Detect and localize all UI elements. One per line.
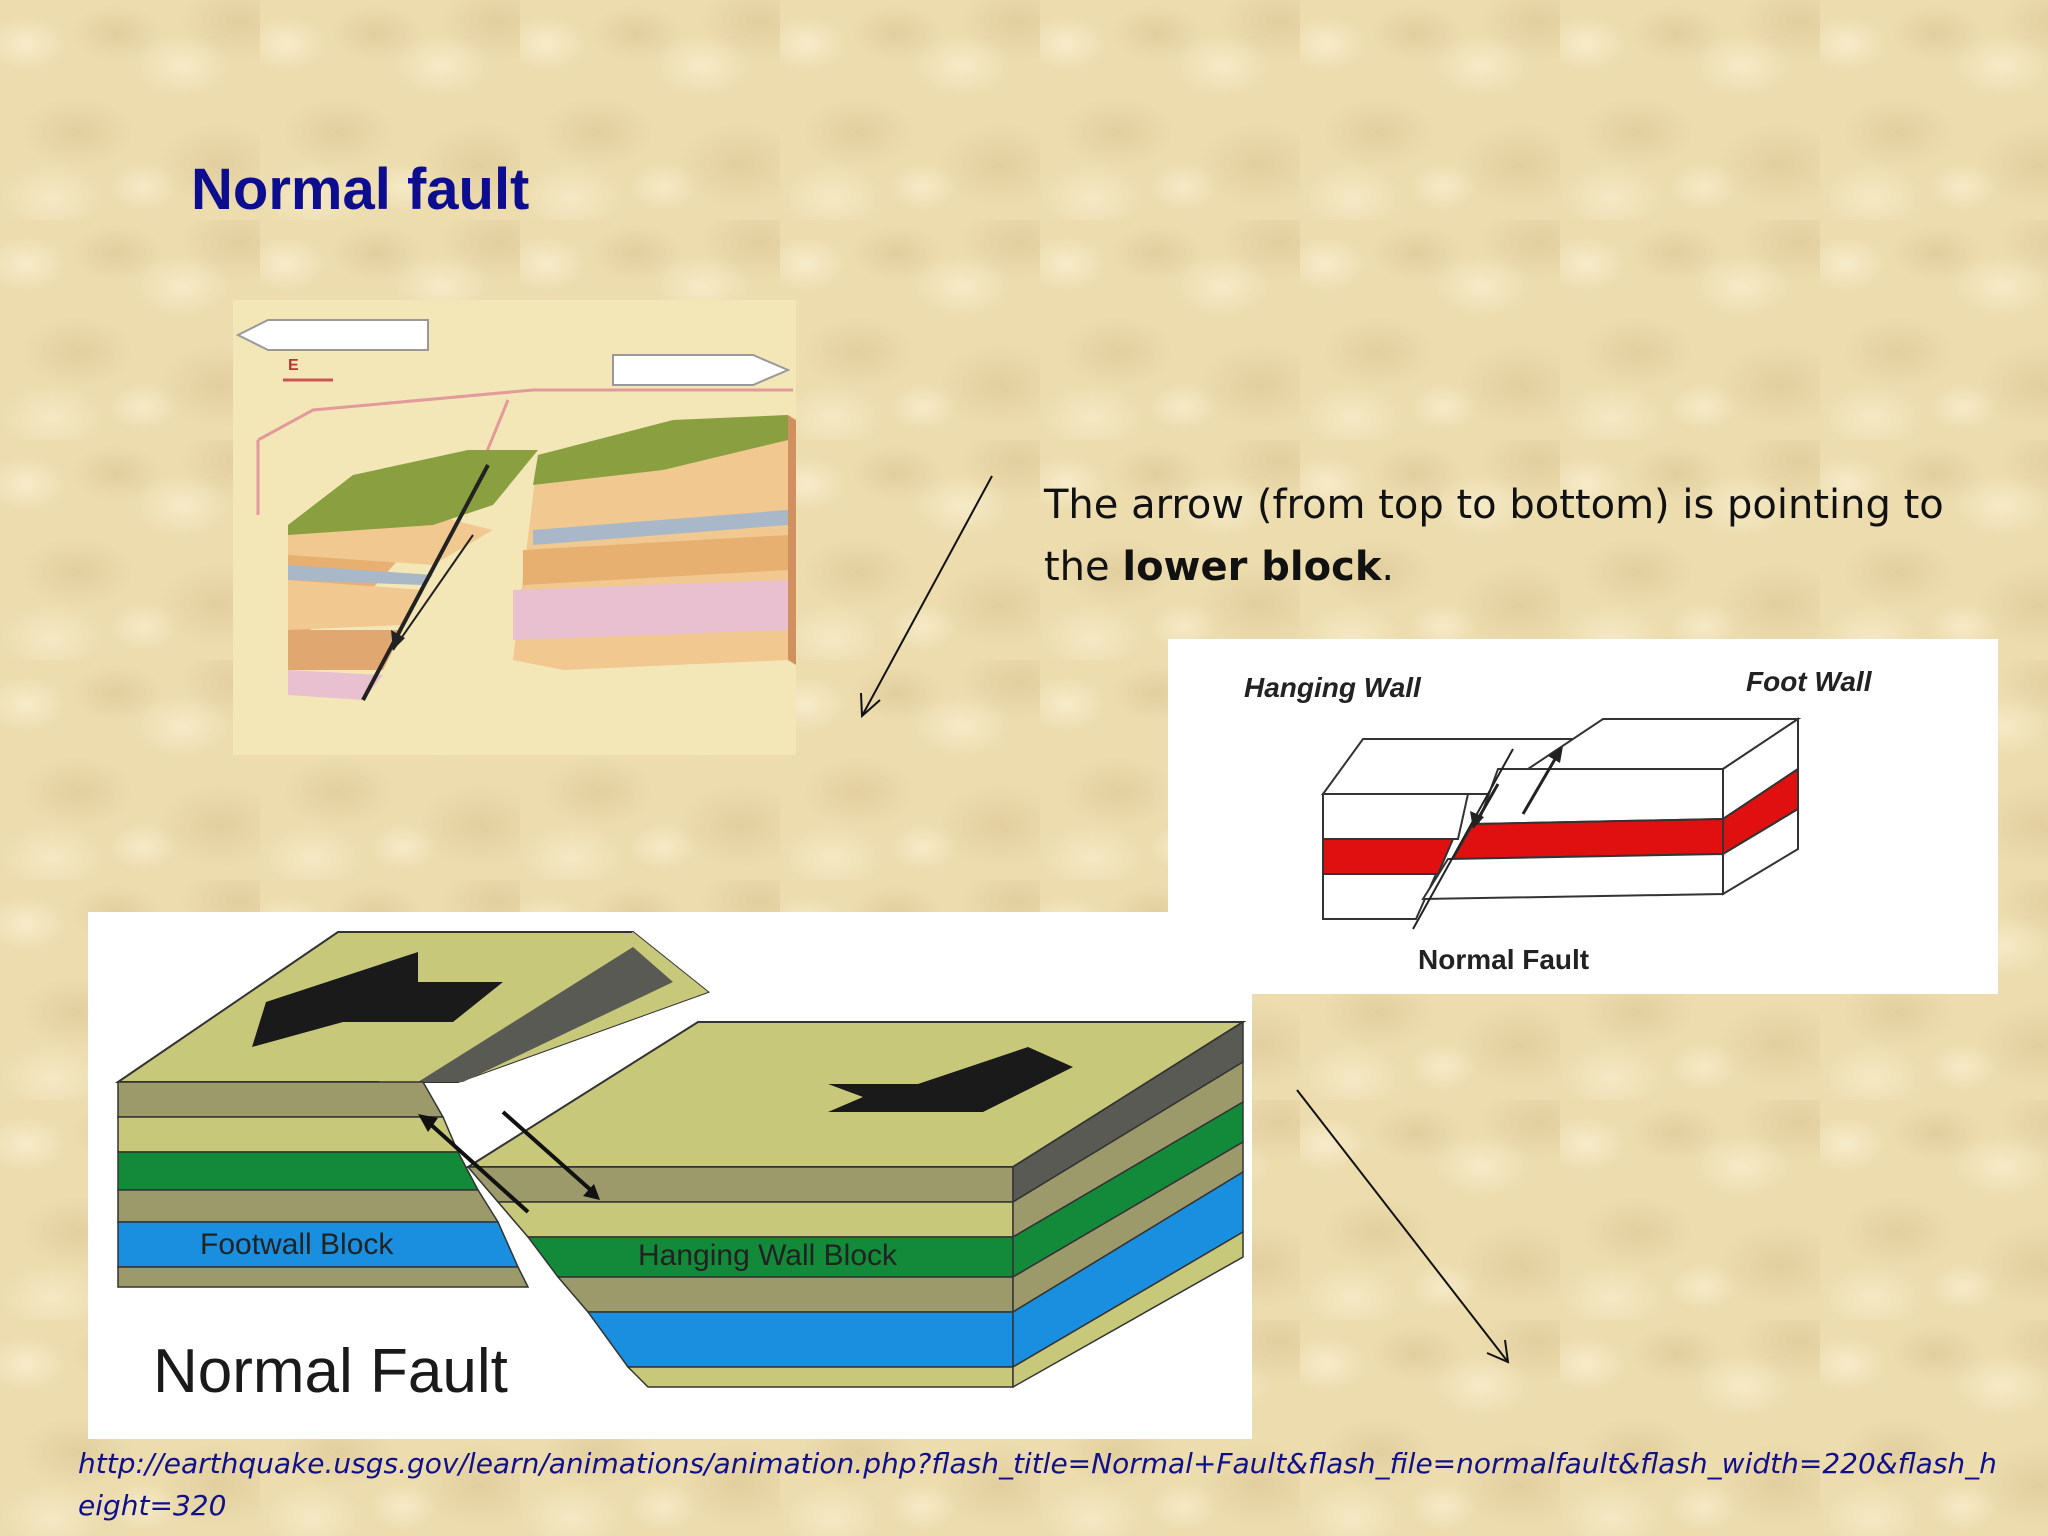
source-url-link[interactable]: http://earthquake.usgs.gov/learn/animati… xyxy=(78,1447,1997,1522)
normal-fault-title-label: Normal Fault xyxy=(153,1337,508,1406)
footwall-block-label: Footwall Block xyxy=(200,1228,394,1261)
slide-title: Normal fault xyxy=(191,157,530,222)
hanging-wall-block-label: Hanging Wall Block xyxy=(638,1239,898,1272)
scale-letter: E xyxy=(288,357,299,374)
caption-period: . xyxy=(1381,544,1395,590)
normal-fault-block-diagram-illustration: E xyxy=(233,300,796,755)
normal-fault-label: Normal Fault xyxy=(1418,944,1589,975)
normal-fault-layered-diagram: Footwall Block Hanging Wall Block Normal… xyxy=(88,912,1252,1439)
slide-caption: The arrow (from top to bottom) is pointi… xyxy=(1044,474,2004,598)
foot-wall-label: Foot Wall xyxy=(1746,666,1873,697)
caption-text: The arrow (from top to bottom) is pointi… xyxy=(1044,482,1944,590)
caption-bold-text: lower block xyxy=(1122,544,1382,590)
hanging-wall-label: Hanging Wall xyxy=(1244,672,1422,703)
hanging-foot-wall-diagram: Hanging Wall Foot Wall Normal Fault xyxy=(1168,639,1998,994)
